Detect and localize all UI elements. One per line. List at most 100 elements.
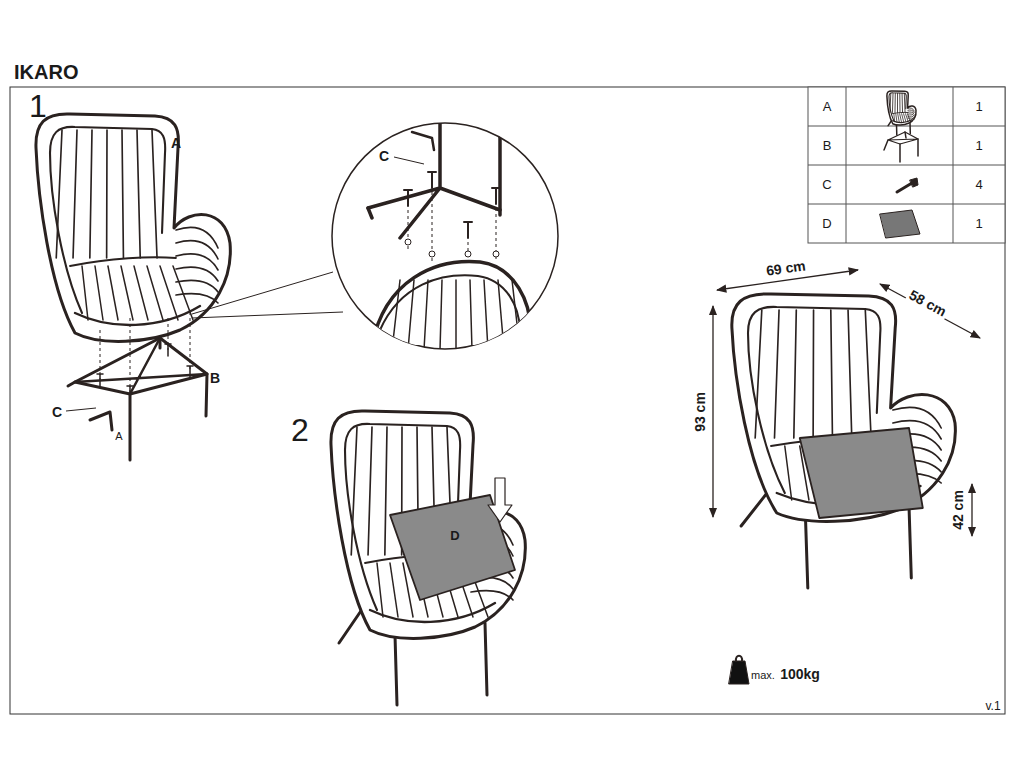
weight-icon [736,656,742,661]
chair-drawing [887,91,916,135]
part-label: max. [749,669,777,682]
rattan-slat [785,446,792,500]
rattan-slat [892,93,894,112]
part-label: C [377,148,391,164]
chair-leg [909,123,911,134]
guide-line [190,312,191,372]
cushion-icon [880,210,920,238]
part-label: 100kg [778,666,822,682]
rattan-slat [390,563,398,617]
seat-edge [893,120,912,123]
screw [428,172,436,188]
guide-line [130,318,131,392]
rattan-slat [137,130,140,258]
rattan-slat [152,130,157,258]
base-leg [68,338,207,460]
zoom-detail [368,120,531,350]
seat-edge [75,306,200,325]
rattan-slat [106,130,108,258]
rattan-slat [147,266,163,320]
frame [10,87,1005,714]
rattan-slat [889,93,891,112]
hole [465,251,471,257]
dimension-line [880,284,980,338]
table-cell: 1 [973,216,984,231]
chair-leg [909,506,911,578]
screw [492,188,500,204]
seat-frame [372,262,531,345]
leader-line [394,157,424,164]
rattan-slat [899,93,900,112]
table-cell: D [820,216,833,231]
rattan-slat [176,267,218,281]
rattan-slat [893,407,941,428]
leader-line [192,272,333,314]
rattan-slat [56,130,62,258]
rattan-slat [455,280,457,350]
base-frame [75,338,207,394]
screw [127,386,133,398]
seat-cushion [800,428,923,518]
table-rule [953,87,954,243]
seat-edge [70,257,176,266]
screw [97,374,103,386]
base-frame [66,312,207,460]
part-label: B [208,370,222,386]
table-cell: A [821,99,834,114]
base-leg [498,120,502,215]
base-frame [368,208,372,218]
screw-icon [897,183,912,192]
rattan-slat [898,114,900,122]
chair-drawing [331,411,525,705]
chair-frame [732,294,956,521]
chair-leg [395,635,397,705]
rattan-slat [385,427,387,555]
part-label: D [448,528,461,543]
guide-line [100,330,101,380]
rattan-slat [95,266,103,320]
seat-edge [892,112,908,113]
rattan-slat [812,310,814,438]
base-icon [884,132,918,162]
chair-leg [806,518,808,588]
screw [187,366,193,378]
table-rule [808,165,1005,166]
rattan-slat [108,266,118,320]
base-frame [75,338,207,394]
rattan-slat [755,310,762,438]
rattan-slat [897,93,898,112]
part-label: C [50,404,64,420]
chair-leg [896,125,898,136]
title: IKARO [14,62,78,82]
chair-drawing [36,114,230,341]
dimension-line [971,484,972,536]
rattan-slat [848,310,852,438]
rattan-slat [902,114,904,122]
rattan-slat [774,310,779,438]
rattan-slat [512,280,520,350]
dimension-line [712,306,713,517]
chair-drawing [732,294,956,588]
hole [429,251,435,257]
screw [165,344,171,356]
part-label: A [113,430,124,443]
base-frame [368,120,500,238]
rattan-slat [896,114,897,122]
dimension-label: 42 cm [950,488,966,532]
chair-frame [36,114,230,341]
rattan-slat [176,227,218,248]
rattan-slat [498,280,504,350]
rattan-slat [470,280,472,350]
table-cell: 1 [973,138,984,153]
chair-frame [889,93,906,121]
table-rule [808,126,1005,127]
part-label: A [169,135,183,151]
rattan-slat [377,563,383,617]
chair-frame [50,127,165,313]
base-icon [888,132,918,144]
rattan-slat [90,130,92,258]
dimension-label: 93 cm [692,390,708,434]
rattan-slat [424,280,428,350]
chair-frame [331,411,525,638]
rattan-slat [471,591,513,600]
